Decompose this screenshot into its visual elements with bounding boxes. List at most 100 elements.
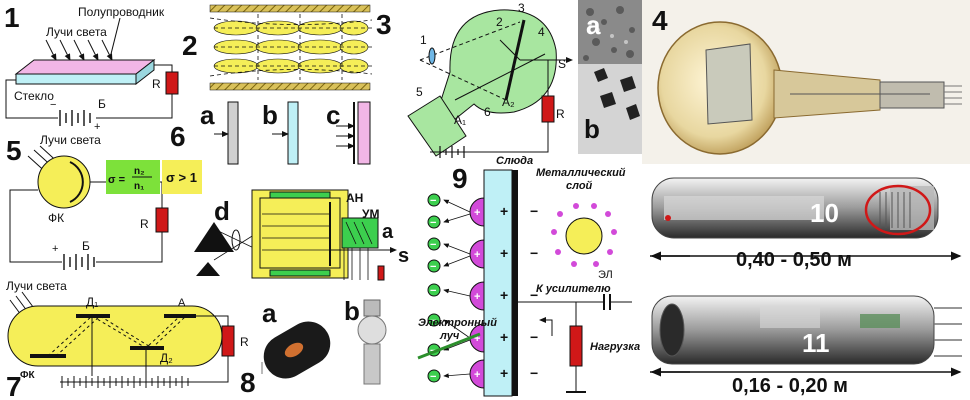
svg-text:+: + [94, 121, 100, 133]
label-p3: 3 [518, 1, 525, 15]
battery-1-label: Б [98, 97, 106, 111]
battery-1 [59, 110, 91, 126]
svg-text:+: + [500, 287, 508, 303]
light-rays-5-label: Лучи света [40, 133, 101, 147]
panel-5-photocell: 5 Лучи света ФК R Б + σ = n₂ n₁ σ > 1 [6, 133, 202, 270]
resistor-3 [541, 95, 555, 123]
svg-text:+: + [500, 245, 508, 261]
fk-label-7: ФК [20, 370, 36, 381]
tube-body-d [251, 189, 349, 279]
panel-4-photo-tube: 4 [642, 0, 970, 164]
sigma-denominator: n₁ [134, 181, 144, 192]
label-p5: 5 [416, 85, 423, 99]
svg-text:+: + [474, 369, 480, 381]
sigma-numerator: n₂ [134, 166, 145, 177]
electron-beam-label-line1: Электронный [418, 317, 497, 329]
mica-label: Слюда [496, 155, 533, 167]
panel-d-a-label: a [382, 221, 394, 243]
svg-text:−: − [530, 245, 538, 261]
resistor-1-label: R [152, 77, 161, 91]
svg-text:−: − [530, 365, 538, 381]
svg-text:+: + [500, 365, 508, 381]
panel-5-number: 5 [6, 135, 22, 166]
svg-text:−: − [430, 239, 436, 251]
panel-3-number: 3 [376, 9, 392, 40]
panel-9-iconoscope-mosaic: 9 Слюда Металлический слой +++++ −−−− −−… [417, 155, 640, 397]
svg-text:+: + [52, 243, 58, 255]
svg-text:+: + [474, 249, 480, 261]
plate-c [357, 101, 371, 165]
micrograph-a-label: a [586, 10, 601, 40]
panel-2-number: 2 [182, 30, 198, 61]
panel-6c-label: c [326, 100, 340, 130]
lens [428, 47, 436, 65]
panel-4-number: 4 [652, 5, 668, 36]
panel-2-ellipsoids: 2 [182, 4, 373, 91]
bottom-plate [209, 82, 371, 91]
photocathode [504, 19, 526, 101]
svg-text:−: − [530, 329, 538, 345]
svg-text:−: − [430, 217, 436, 229]
panel-6a-label: a [200, 100, 215, 130]
anode-label: A [178, 297, 186, 309]
label-p6: 6 [484, 105, 491, 119]
metal-layer [512, 170, 518, 396]
label-p1: 1 [420, 33, 427, 47]
panel-6-number: 6 [170, 121, 186, 152]
svg-text:+: + [500, 203, 508, 219]
panel-ab-micrograph: a b [578, 0, 642, 154]
semiconductor-label: Полупроводник [78, 5, 165, 19]
label-p4: 4 [538, 25, 545, 39]
label-p2: 2 [496, 15, 503, 29]
panel-9-number: 9 [452, 163, 468, 194]
panel-3-dissector: 3 1 2 3 4 5 6 A₁ A₂ S R [376, 1, 573, 158]
label-a2: A₂ [502, 95, 515, 109]
panel-6-plates: 6 a b c [170, 100, 371, 165]
panel-d-s-label: s [398, 245, 409, 267]
an-label: АН [346, 191, 363, 205]
panel-7-number: 7 [6, 371, 22, 400]
panel-8-photocells-photo: a b 8 [240, 296, 387, 398]
svg-text:−: − [530, 203, 538, 219]
battery-5-label: Б [82, 239, 90, 253]
glass-label: Стекло [14, 89, 54, 103]
el-granule [565, 217, 603, 255]
top-plate [209, 4, 371, 13]
resistor-5 [155, 207, 169, 233]
object-triangle-small [196, 262, 220, 276]
svg-text:+: + [474, 333, 480, 345]
resistor-7-label: R [240, 335, 249, 349]
panel-d-letter: d [214, 196, 230, 226]
svg-text:−: − [430, 371, 436, 383]
d1-label: Д₁ [86, 295, 98, 309]
panel-8-number: 8 [240, 367, 256, 398]
tube-bulb [435, 9, 557, 129]
sigma-condition-box [162, 160, 202, 194]
panel-7-photomultiplier: Лучи света Д₁ Д₂ A ФК R 7 [6, 279, 249, 400]
um-label: УМ [362, 207, 379, 221]
tube-neck [407, 95, 467, 157]
target-plate [705, 43, 753, 125]
resistor-1 [165, 71, 179, 95]
mosaic-granules: +++++ [469, 197, 485, 389]
light-rays-label: Лучи света [46, 25, 107, 39]
plate-a [227, 101, 239, 165]
multiplier-um [341, 217, 379, 249]
panel-10-number: 10 [810, 198, 839, 228]
svg-text:+: + [500, 329, 508, 345]
panel-8b-label: b [344, 296, 360, 326]
resistor-3-label: R [556, 107, 565, 121]
el-label: ЭЛ [598, 269, 613, 281]
panel-8a-label: a [262, 298, 277, 328]
panel-11-tube-photo: 11 0,16 - 0,20 м [650, 295, 962, 397]
svg-text:−: − [430, 261, 436, 273]
svg-text:−: − [530, 287, 538, 303]
metal-layer-label-line1: Металлический [536, 167, 626, 179]
panel-10-length: 0,40 - 0,50 м [736, 249, 852, 271]
svg-text:−: − [50, 99, 56, 111]
light-rays-7-label: Лучи света [6, 279, 67, 293]
svg-text:−: − [430, 195, 436, 207]
svg-text:+: + [474, 207, 480, 219]
micrograph-b-label: b [584, 114, 600, 144]
